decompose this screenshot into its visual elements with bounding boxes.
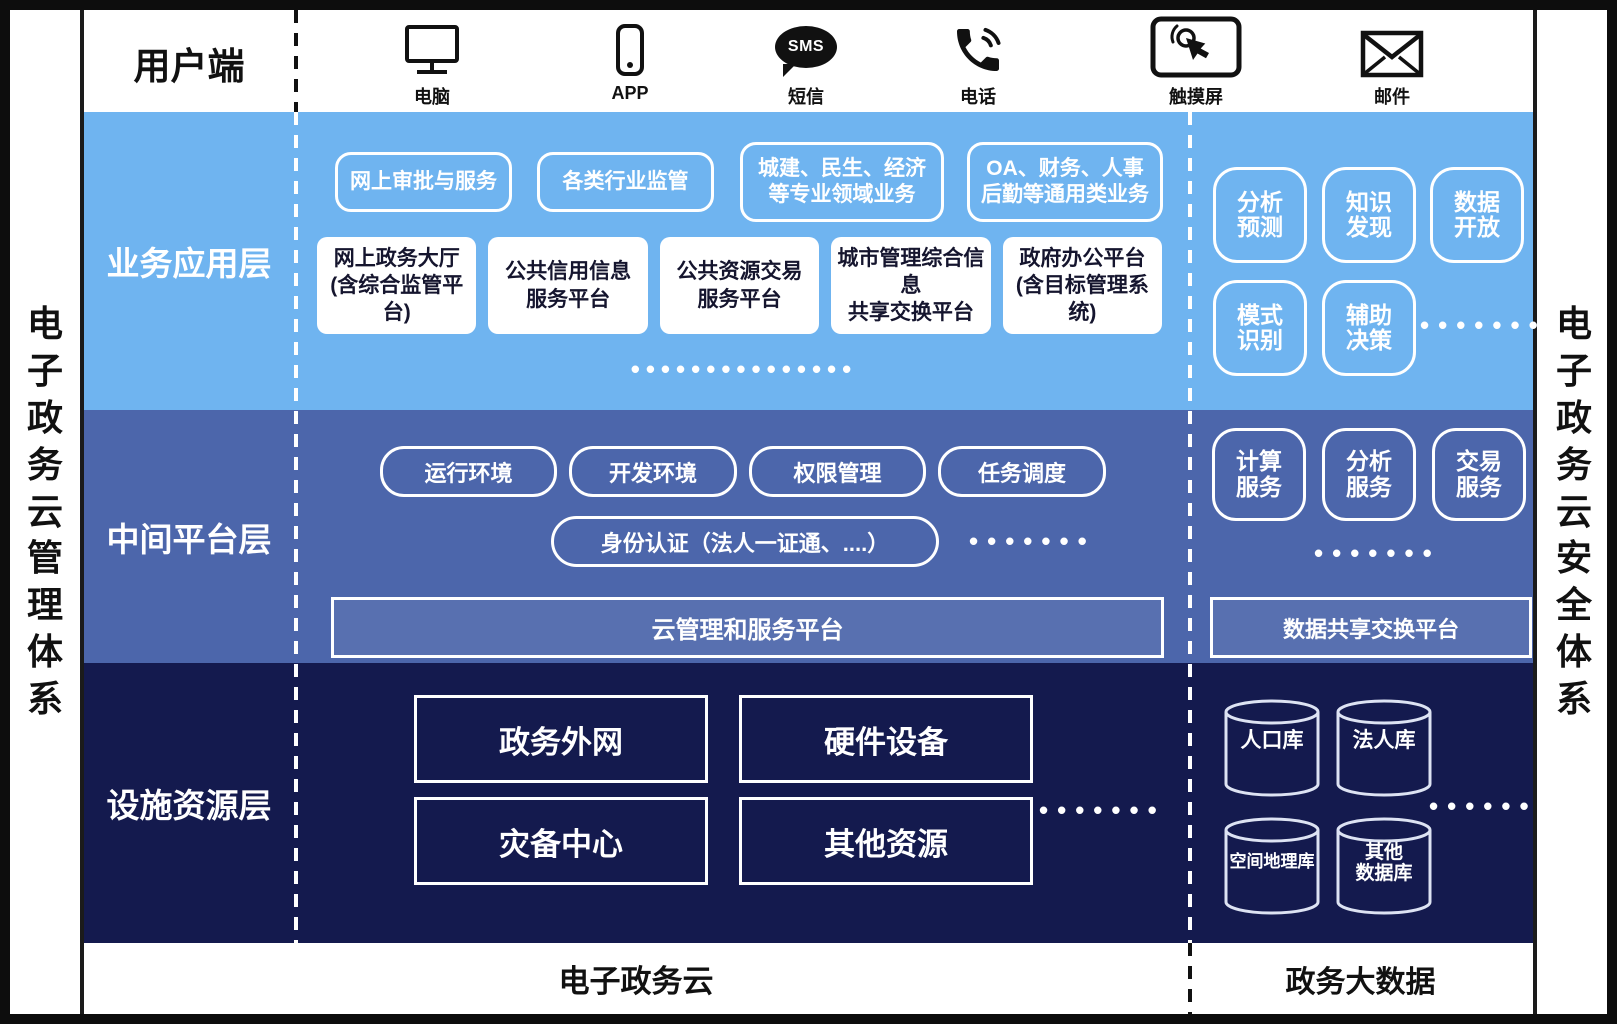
computer-icon: [367, 16, 497, 78]
user-row-label: 用户端: [133, 46, 245, 87]
badge-analysis-service: 分析 服务: [1322, 428, 1416, 521]
app-badge-ellipsis-dots: •••••••: [1420, 310, 1547, 340]
sms-bubble-icon: SMS: [741, 16, 871, 78]
cylinder-icon: [1336, 817, 1432, 915]
infra-ellipsis-right-dots: •••••••: [1429, 791, 1556, 821]
channel-mail: 邮件: [1327, 16, 1457, 109]
badge-data-opening: 数据 开放: [1430, 167, 1524, 263]
infra-box-other-resources: 其他资源: [739, 797, 1033, 885]
badge-decision-support: 辅助 决策: [1322, 280, 1416, 376]
database-other: 其他 数据库: [1334, 817, 1434, 915]
main-diagram-area: 用户端 电脑 APP: [84, 10, 1556, 1014]
data-sharing-exchange-platform-box: 数据共享交换平台: [1210, 597, 1532, 658]
infra-box-hardware: 硬件设备: [739, 695, 1033, 783]
cylinder-icon: [1336, 699, 1432, 797]
app-pill-online-approval: 网上审批与服务: [335, 152, 512, 212]
mid-pill-identity-auth: 身份认证（法人一证通、....）: [551, 516, 939, 567]
app-ellipsis-dots: •••••••••••••••: [630, 354, 858, 384]
right-dashed-separator-footer: [1188, 943, 1192, 1014]
mid-pill-permission-mgmt: 权限管理: [749, 446, 926, 497]
left-dashed-separator: [294, 112, 298, 943]
mid-pill-task-scheduling: 任务调度: [938, 446, 1106, 497]
left-title-bar: 电子政务云管理体系: [10, 10, 84, 1014]
channel-label: 短信: [788, 87, 824, 107]
mid-layer-label: 中间平台层: [106, 520, 272, 558]
middle-platform-layer: 中间平台层 运行环境 开发环境 权限管理 任务调度 身份认证（法人一证通、...…: [84, 410, 1533, 663]
right-dashed-separator: [1188, 112, 1192, 943]
app-pill-general-business: OA、财务、人事 后勤等通用类业务: [967, 142, 1163, 222]
footer-egov-cloud-title: 电子政务云: [558, 964, 714, 999]
user-channel-row: 用户端 电脑 APP: [84, 10, 1533, 112]
mid-ellipsis-right-dots: •••••••: [1314, 538, 1441, 568]
right-vertical-title: 电子政务云安全体系: [1555, 303, 1592, 719]
left-dashed-separator-top: [294, 10, 298, 112]
mail-icon: [1327, 16, 1457, 78]
badge-analysis-forecast: 分析 预测: [1213, 167, 1307, 263]
infra-ellipsis-left-dots: •••••••: [1039, 795, 1166, 825]
badge-transaction-service: 交易 服务: [1432, 428, 1526, 521]
mid-ellipsis-left-dots: •••••••: [969, 526, 1096, 556]
facility-resource-layer: 设施资源层 政务外网 硬件设备 灾备中心 其他资源 ••••••• 人口库 法人…: [84, 663, 1556, 943]
left-vertical-title: 电子政务云管理体系: [26, 303, 63, 719]
channel-label: APP: [611, 83, 649, 103]
phone-icon: [913, 16, 1043, 78]
footer-strip: 电子政务云 政务大数据: [84, 943, 1533, 1014]
app-pill-professional-domains: 城建、民生、经济 等专业领域业务: [740, 142, 944, 222]
database-geospatial: 空间地理库: [1222, 817, 1322, 915]
cylinder-icon: [1224, 699, 1320, 797]
cloud-management-platform-box: 云管理和服务平台: [331, 597, 1164, 658]
platform-public-resource-trading: 公共资源交易 服务平台: [659, 237, 820, 334]
badge-computing-service: 计算 服务: [1212, 428, 1306, 521]
sms-bubble-text: SMS: [787, 38, 825, 55]
channel-label: 邮件: [1374, 87, 1410, 107]
database-label: 人口库: [1240, 729, 1304, 752]
database-label: 法人库: [1352, 729, 1416, 752]
channel-app: APP: [565, 16, 695, 104]
channel-touchscreen: 触摸屏: [1131, 16, 1261, 109]
cylinder-icon: [1224, 817, 1320, 915]
channel-label: 触摸屏: [1169, 87, 1223, 107]
platform-city-management: 城市管理综合信息 共享交换平台: [831, 237, 991, 334]
channel-label: 电脑: [414, 87, 450, 107]
infra-box-disaster-recovery: 灾备中心: [414, 797, 708, 885]
footer-gov-bigdata-title: 政务大数据: [1285, 965, 1436, 999]
sms-bubble-tail: [783, 64, 796, 77]
database-label: 其他 数据库: [1355, 842, 1413, 884]
mid-pill-dev-env: 开发环境: [569, 446, 737, 497]
badge-knowledge-discovery: 知识 发现: [1322, 167, 1416, 263]
business-application-layer: 业务应用层 网上审批与服务 各类行业监管 城建、民生、经济 等专业领域业务 OA…: [84, 112, 1547, 410]
database-label: 空间地理库: [1229, 852, 1315, 871]
sms-bubble: SMS: [775, 26, 837, 77]
touchscreen-icon: [1131, 16, 1261, 78]
app-pill-industry-supervision: 各类行业监管: [537, 152, 714, 212]
platform-gov-office: 政府办公平台 (含目标管理系统): [1002, 237, 1163, 334]
channel-computer: 电脑: [367, 16, 497, 109]
platform-public-credit: 公共信用信息 服务平台: [488, 237, 648, 334]
right-title-bar: 电子政务云安全体系: [1533, 10, 1611, 1014]
platform-online-gov-hall: 网上政务大厅 (含综合监管平台): [317, 237, 477, 334]
app-layer-label: 业务应用层: [106, 245, 272, 282]
badge-pattern-recognition: 模式 识别: [1213, 280, 1307, 376]
database-legal-person: 法人库: [1334, 699, 1434, 797]
mid-pill-runtime-env: 运行环境: [380, 446, 557, 497]
platform-box-row: 网上政务大厅 (含综合监管平台) 公共信用信息 服务平台 公共资源交易 服务平台…: [317, 237, 1163, 334]
channel-label: 电话: [960, 87, 996, 107]
database-population: 人口库: [1222, 699, 1322, 797]
infra-box-gov-extranet: 政务外网: [414, 695, 708, 783]
smartphone-icon: [565, 16, 695, 78]
channel-phone: 电话: [913, 16, 1043, 109]
channel-sms: SMS 短信: [741, 16, 871, 109]
infra-layer-label: 设施资源层: [106, 787, 272, 824]
